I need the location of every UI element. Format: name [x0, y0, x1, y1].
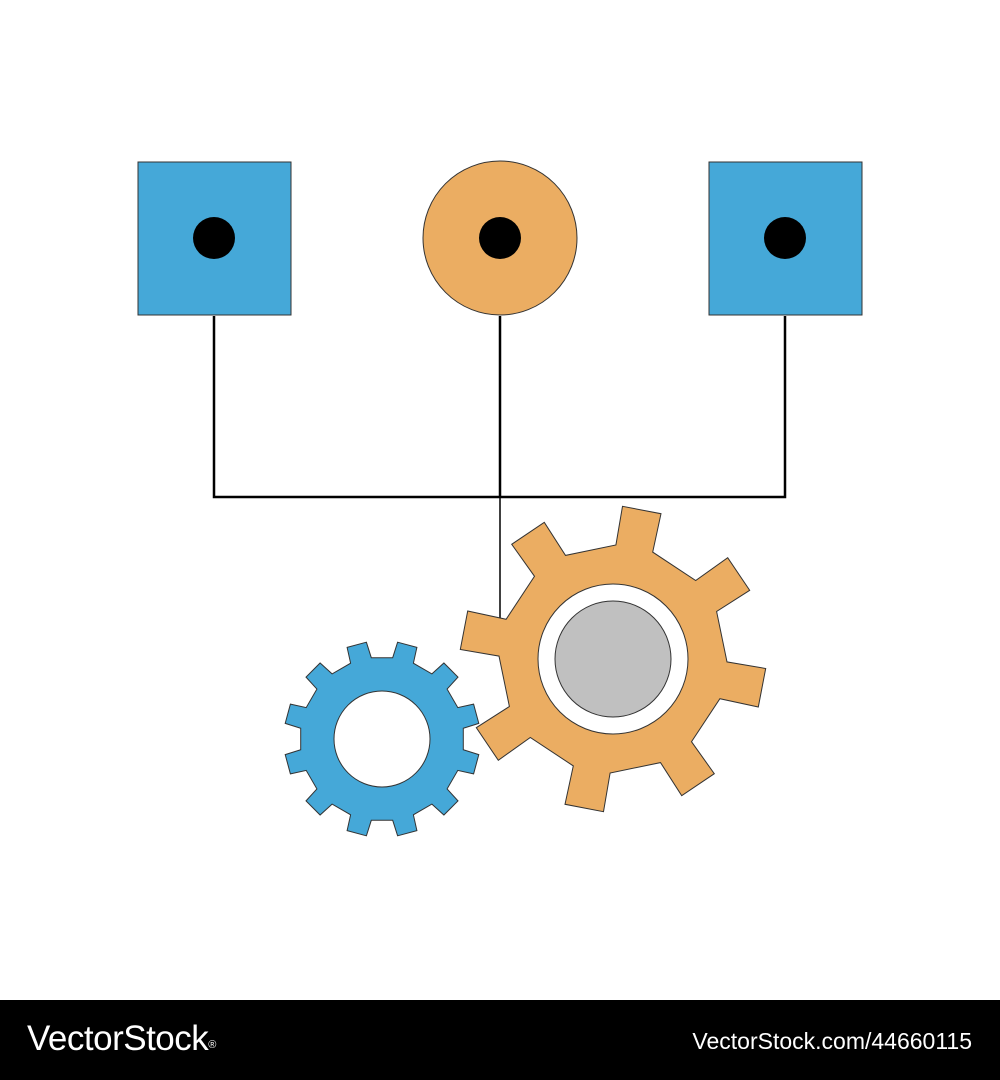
brand-logo: VectorStock®: [27, 1019, 216, 1059]
dot-icon: [764, 217, 806, 259]
watermark-footer: VectorStock® VectorStock.com/44660115: [0, 1000, 1000, 1080]
small-gear-icon: [284, 641, 480, 837]
node-right: [708, 161, 863, 316]
large-gear-hub: [554, 600, 672, 718]
node-center: [422, 160, 578, 316]
dot-icon: [193, 217, 235, 259]
large-gear-icon: [459, 505, 767, 813]
registered-mark: ®: [208, 1039, 216, 1051]
brand-text: VectorStock: [27, 1019, 209, 1058]
dot-icon: [479, 217, 521, 259]
node-left: [137, 161, 292, 316]
network-gears-illustration: [137, 160, 863, 837]
small-gear-hole: [333, 690, 431, 788]
left-connector: [212, 316, 500, 499]
right-connector: [500, 316, 787, 499]
image-id: VectorStock.com/44660115: [692, 1028, 972, 1054]
connector-lines: [212, 316, 787, 499]
